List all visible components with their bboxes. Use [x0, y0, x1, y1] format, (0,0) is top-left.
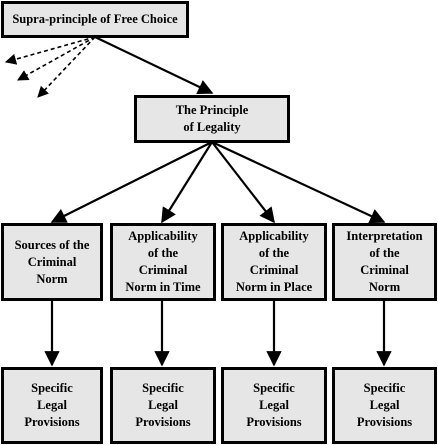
dashed-arrow-2	[17, 36, 96, 81]
dashed-arrow-3	[37, 36, 96, 98]
supra-principle-box: Supra-principle of Free Choice	[1, 1, 189, 38]
category-box-place: Applicability of the Criminal Norm in Pl…	[221, 223, 327, 301]
leaf-box-1: Specific Legal Provisions	[1, 367, 103, 444]
leaf-box-2: Specific Legal Provisions	[110, 367, 216, 444]
category-box-sources: Sources of the Criminal Norm	[1, 223, 103, 301]
arrow-legality-to-category-2	[161, 141, 213, 224]
arrow-top-to-legality	[94, 36, 214, 94]
category-box-interpretation: Interpretation of the Criminal Norm	[332, 223, 437, 301]
arrow-legality-to-category-3	[211, 141, 275, 224]
principle-of-legality-box: The Principle of Legality	[134, 95, 290, 143]
category-box-time: Applicability of the Criminal Norm in Ti…	[110, 223, 216, 301]
arrow-legality-to-category-4	[211, 141, 386, 224]
dashed-arrow-1	[4, 36, 96, 65]
leaf-box-3: Specific Legal Provisions	[221, 367, 327, 444]
leaf-box-4: Specific Legal Provisions	[332, 367, 437, 444]
arrow-legality-to-category-1	[50, 141, 213, 223]
